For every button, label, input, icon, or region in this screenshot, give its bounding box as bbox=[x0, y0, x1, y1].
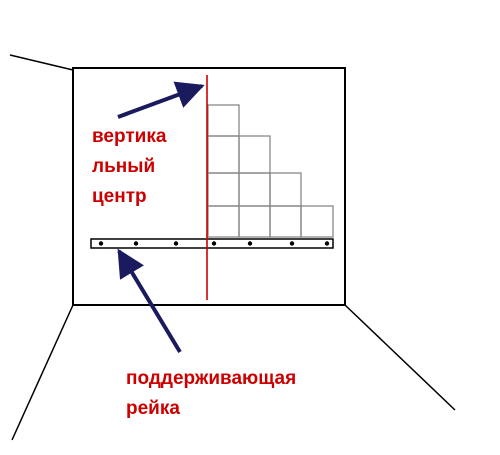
rail-arrow bbox=[117, 248, 182, 354]
rail-hole bbox=[173, 241, 179, 246]
tile-grid bbox=[207, 104, 334, 238]
tile bbox=[300, 205, 334, 238]
room-top-left-edge bbox=[9, 54, 74, 71]
rail-holes bbox=[98, 241, 330, 246]
vertical-center-label: вертика льный центр bbox=[92, 126, 167, 207]
vertical-center-arrow bbox=[117, 81, 205, 119]
room-floor-right-edge bbox=[344, 304, 456, 411]
supporting-rail-label: поддерживающая рейка bbox=[126, 368, 297, 419]
rail-hole bbox=[247, 241, 253, 246]
rail-hole bbox=[133, 241, 139, 246]
rail-hole bbox=[289, 241, 295, 246]
room-outline bbox=[9, 54, 456, 441]
rail-hole bbox=[98, 241, 104, 246]
room-floor-left-edge bbox=[11, 304, 74, 441]
rail-hole bbox=[211, 241, 217, 246]
rail-hole bbox=[324, 241, 330, 246]
